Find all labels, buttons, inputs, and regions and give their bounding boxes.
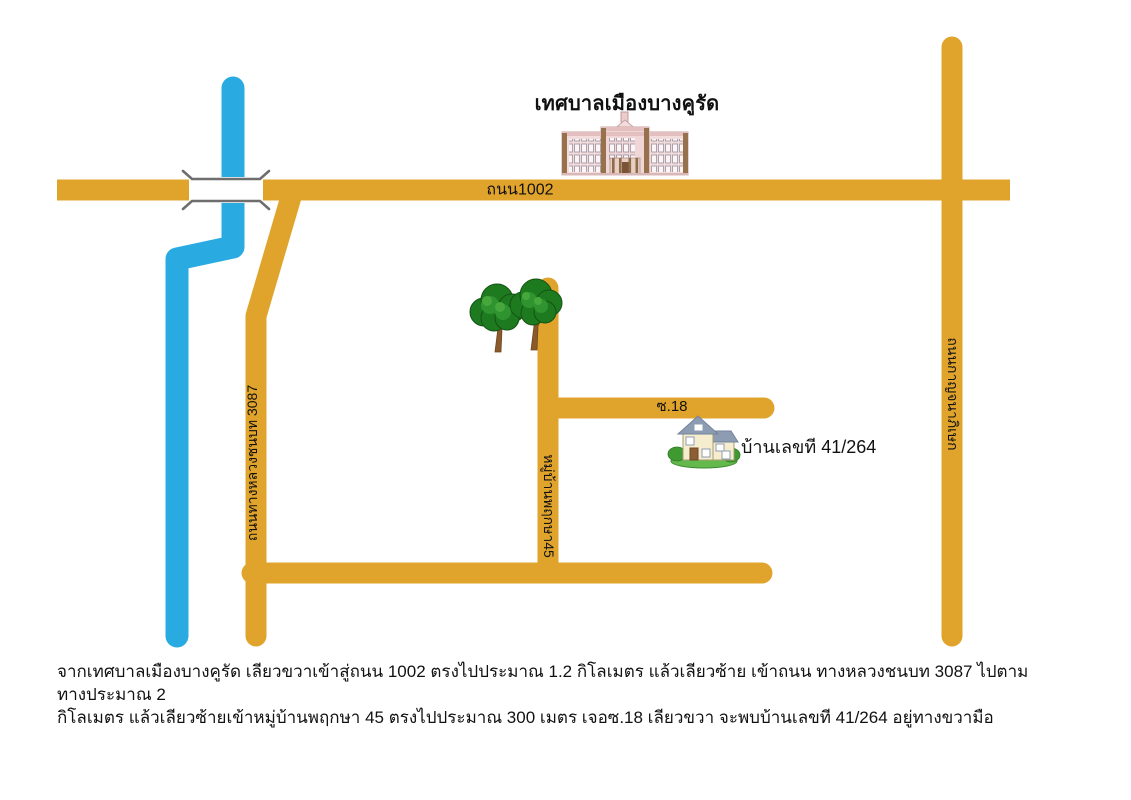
house-number-label: บ้านเลขที 41/264 [741,437,877,457]
highway-3087-segment [245,186,302,647]
trees-icon [469,278,563,353]
municipality-title: เทศบาลเมืองบางคูรัด [534,93,720,115]
municipality-building-icon [561,111,689,176]
soi-18-label: ซ.18 [656,398,688,415]
bridge-icon [181,169,271,211]
kanchanaphisek-road-label: ถนนกาญจนาภิเษก [945,337,961,451]
directions-line-2: กิโลเมตร แล้วเลียวซ้ายเข้าหมู่บ้านพฤกษา … [57,708,994,727]
road-1002-label: ถนน1002 [486,181,554,199]
house-icon [667,415,741,469]
village-45-label: หมู่บ้านพฤกษา45 [541,454,557,558]
highway-3087-label: ถนนทางหลวงชนบท 3087 [244,384,260,542]
river [165,76,245,648]
directions-text: จากเทศบาลเมืองบางคูรัด เลียวขวาเข้าสู่ถน… [57,660,1047,729]
directions-line-1: จากเทศบาลเมืองบางคูรัด เลียวขวาเข้าสู่ถน… [57,662,1029,704]
